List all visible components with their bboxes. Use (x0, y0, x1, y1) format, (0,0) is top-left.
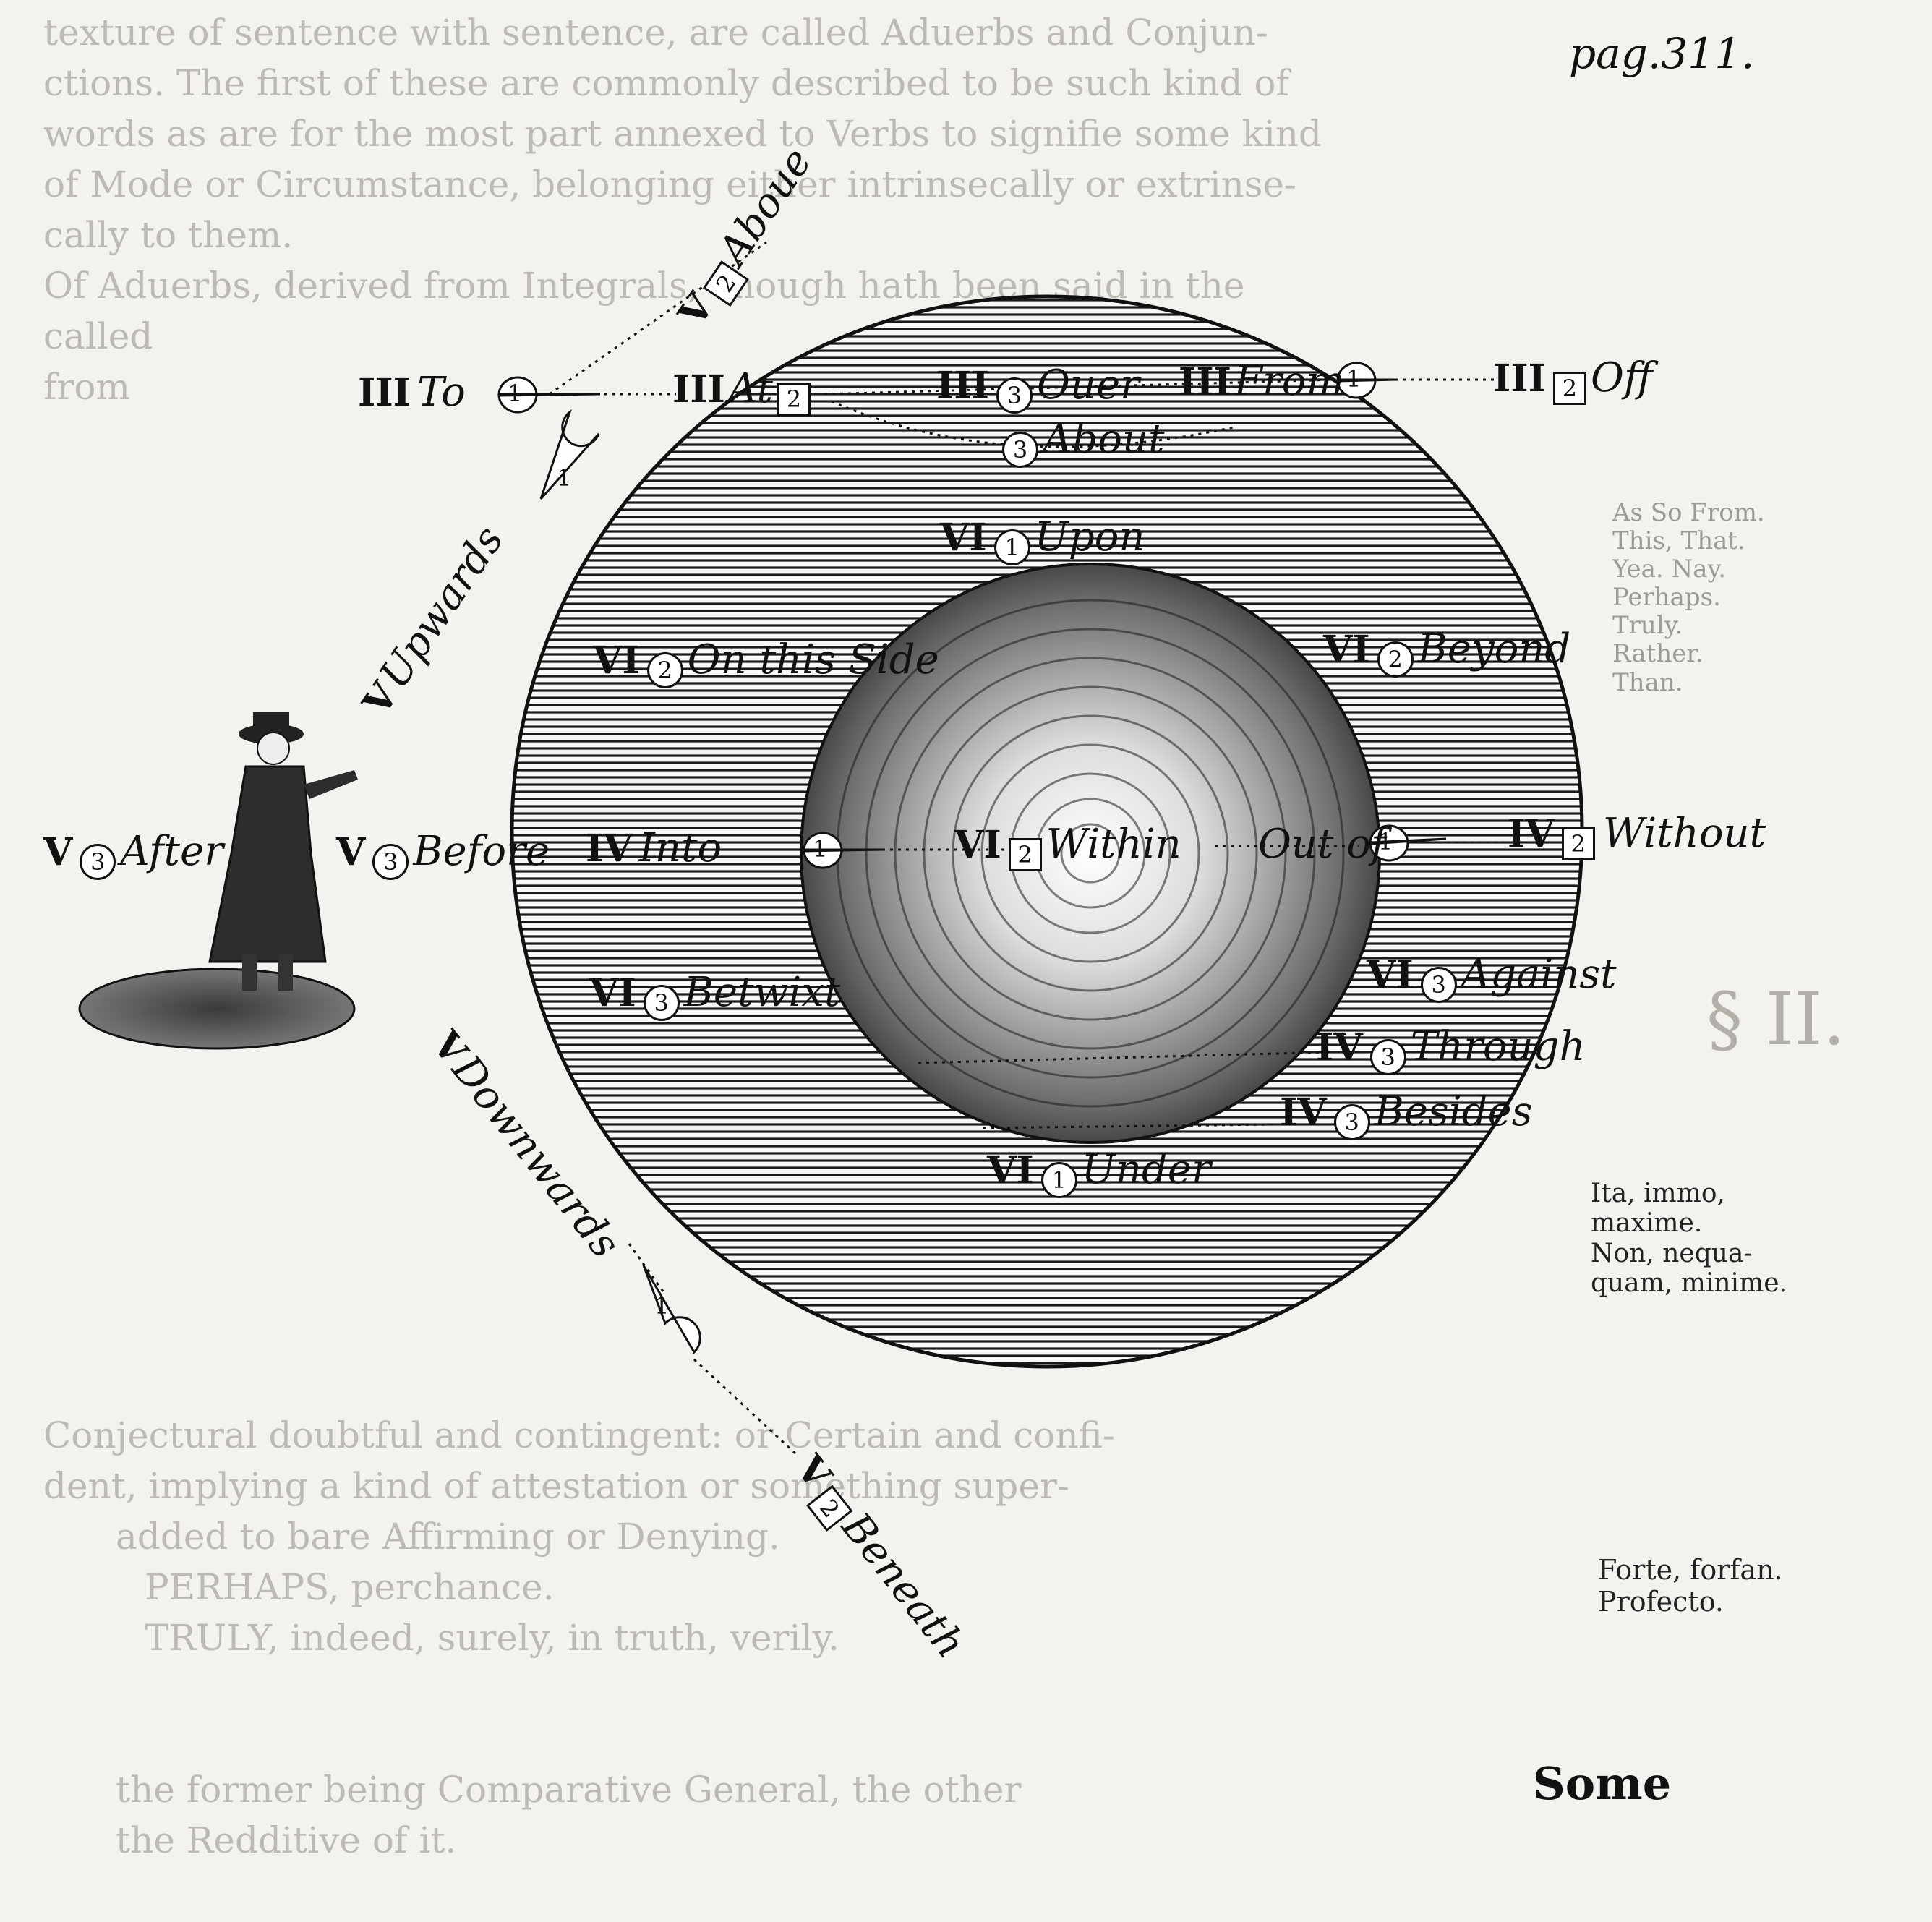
bleed-line-7: called (43, 315, 153, 357)
bleed-line-3: words as are for the most part annexed t… (43, 113, 1322, 155)
teardrop-out-of (1369, 824, 1447, 862)
head (257, 732, 290, 765)
hill (78, 968, 356, 1050)
hat-crown (253, 712, 289, 734)
bleed-line-9: Conjectural doubtful and contingent: or … (43, 1414, 1115, 1456)
bleed-line-1: texture of sentence with sentence, are c… (43, 12, 1268, 54)
label-iii-from: IIIFrom (1179, 358, 1345, 405)
page-number: pag.311. (1569, 29, 1755, 78)
teardrop-to-number: 1 (508, 380, 523, 407)
right-leg (278, 954, 293, 991)
teardrop-into-number: 1 (813, 835, 828, 863)
bleed-line-12: PERHAPS, perchance. (145, 1566, 555, 1608)
teardrop-upwards-number: 1 (557, 464, 572, 492)
left-leg (242, 954, 257, 991)
teardrop-downwards-number: 1 (654, 1292, 670, 1320)
margin-note-3: Forte, forfan.Profecto. (1598, 1554, 1783, 1618)
margin-note-2: Ita, immo,maxime.Non, nequa-quam, minime… (1591, 1179, 1787, 1299)
bleed-line-4: of Mode or Circumstance, belonging eithe… (43, 163, 1296, 205)
bleed-line-13: TRULY, indeed, surely, in truth, verily. (145, 1617, 839, 1659)
teardrop-to (497, 376, 601, 414)
teardrop-into (803, 832, 883, 869)
inner-sphere-rings (836, 599, 1345, 1108)
bleed-line-8: from (43, 366, 130, 408)
teardrops (497, 362, 1447, 1354)
bleed-line-2: ctions. The first of these are commonly … (43, 62, 1290, 104)
bleed-line-11: added to bare Affirming or Denying. (116, 1516, 780, 1558)
man-figure (78, 712, 358, 1050)
catchword: Some (1533, 1757, 1672, 1810)
teardrop-from (1336, 362, 1396, 399)
teardrop-upwards (539, 409, 600, 500)
teardrop-out-of-number: 1 (1378, 828, 1393, 855)
label-iii-to: III To (358, 369, 466, 416)
teardrop-downwards (642, 1265, 701, 1354)
label-into: IV Into (586, 824, 722, 871)
teardrop-from-number: 1 (1346, 365, 1362, 393)
bleed-line-15: the Redditive of it. (116, 1819, 457, 1861)
bleed-line-5: cally to them. (43, 214, 294, 256)
bleed-line-10: dent, implying a kind of attestation or … (43, 1465, 1069, 1507)
arm (304, 770, 358, 799)
guide-lines (549, 241, 1504, 1455)
section-mark: § II. (1706, 977, 1846, 1062)
label-out-of: Out of (1258, 821, 1386, 868)
margin-note-1: As So From.This, That.Yea. Nay.Perhaps.T… (1612, 498, 1765, 697)
bleed-line-14: the former being Comparative General, th… (116, 1769, 1022, 1811)
coat (208, 765, 327, 963)
